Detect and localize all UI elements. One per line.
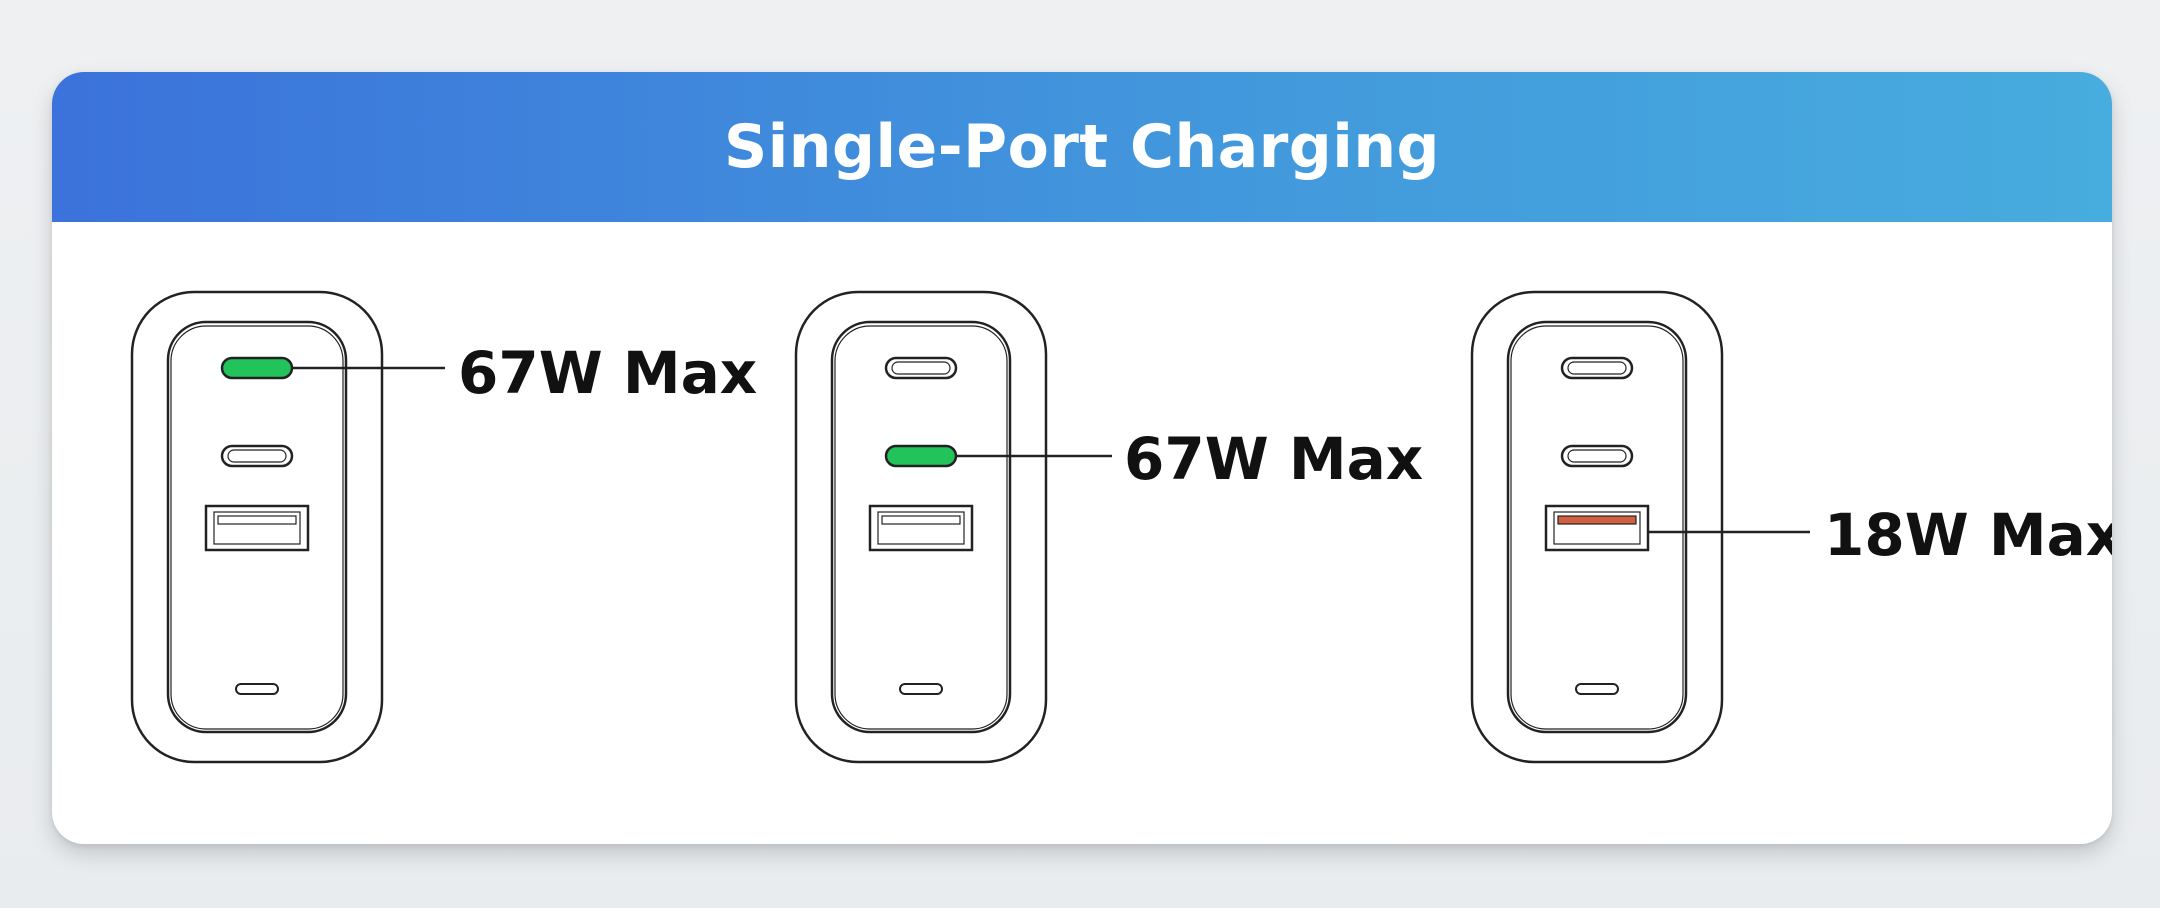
power-label-1: 67W Max: [458, 339, 758, 407]
charger-3-illustration: [1470, 290, 1810, 764]
power-label-3: 18W Max: [1824, 501, 2112, 569]
charger-2-illustration: [794, 290, 1112, 764]
card-title: Single-Port Charging: [724, 112, 1440, 182]
usb-c-port-1-icon: [884, 356, 958, 380]
charger-inner-face: [166, 320, 348, 734]
charger-panel-2: 67W Max: [794, 290, 1423, 844]
charger-inner-face: [830, 320, 1012, 734]
usb-c-port-2-icon: [220, 444, 294, 468]
usb-a-port-icon: [868, 504, 974, 552]
usb-c-port-2-icon: [1560, 444, 1634, 468]
charger-panel-3: 18W Max: [1470, 290, 2112, 844]
header-bar: Single-Port Charging: [52, 72, 2112, 222]
charging-card: Single-Port Charging 67W Max: [52, 72, 2112, 844]
usb-a-port-icon: [1544, 504, 1650, 552]
led-indicator-icon: [899, 683, 943, 695]
charger-outer-shell: [130, 290, 384, 764]
charger-outer-shell: [794, 290, 1048, 764]
usb-a-port-icon: [204, 504, 310, 552]
usb-c-port-2-icon: [884, 444, 958, 468]
led-indicator-icon: [1575, 683, 1619, 695]
usb-c-port-1-icon: [220, 356, 294, 380]
led-indicator-icon: [235, 683, 279, 695]
power-label-2: 67W Max: [1124, 425, 1424, 493]
charger-outer-shell: [1470, 290, 1724, 764]
charger-inner-face: [1506, 320, 1688, 734]
usb-a-highlight: [1557, 515, 1637, 525]
charger-1-illustration: [130, 290, 445, 764]
usb-c-port-1-icon: [1560, 356, 1634, 380]
charger-panel-1: 67W Max: [130, 290, 757, 844]
